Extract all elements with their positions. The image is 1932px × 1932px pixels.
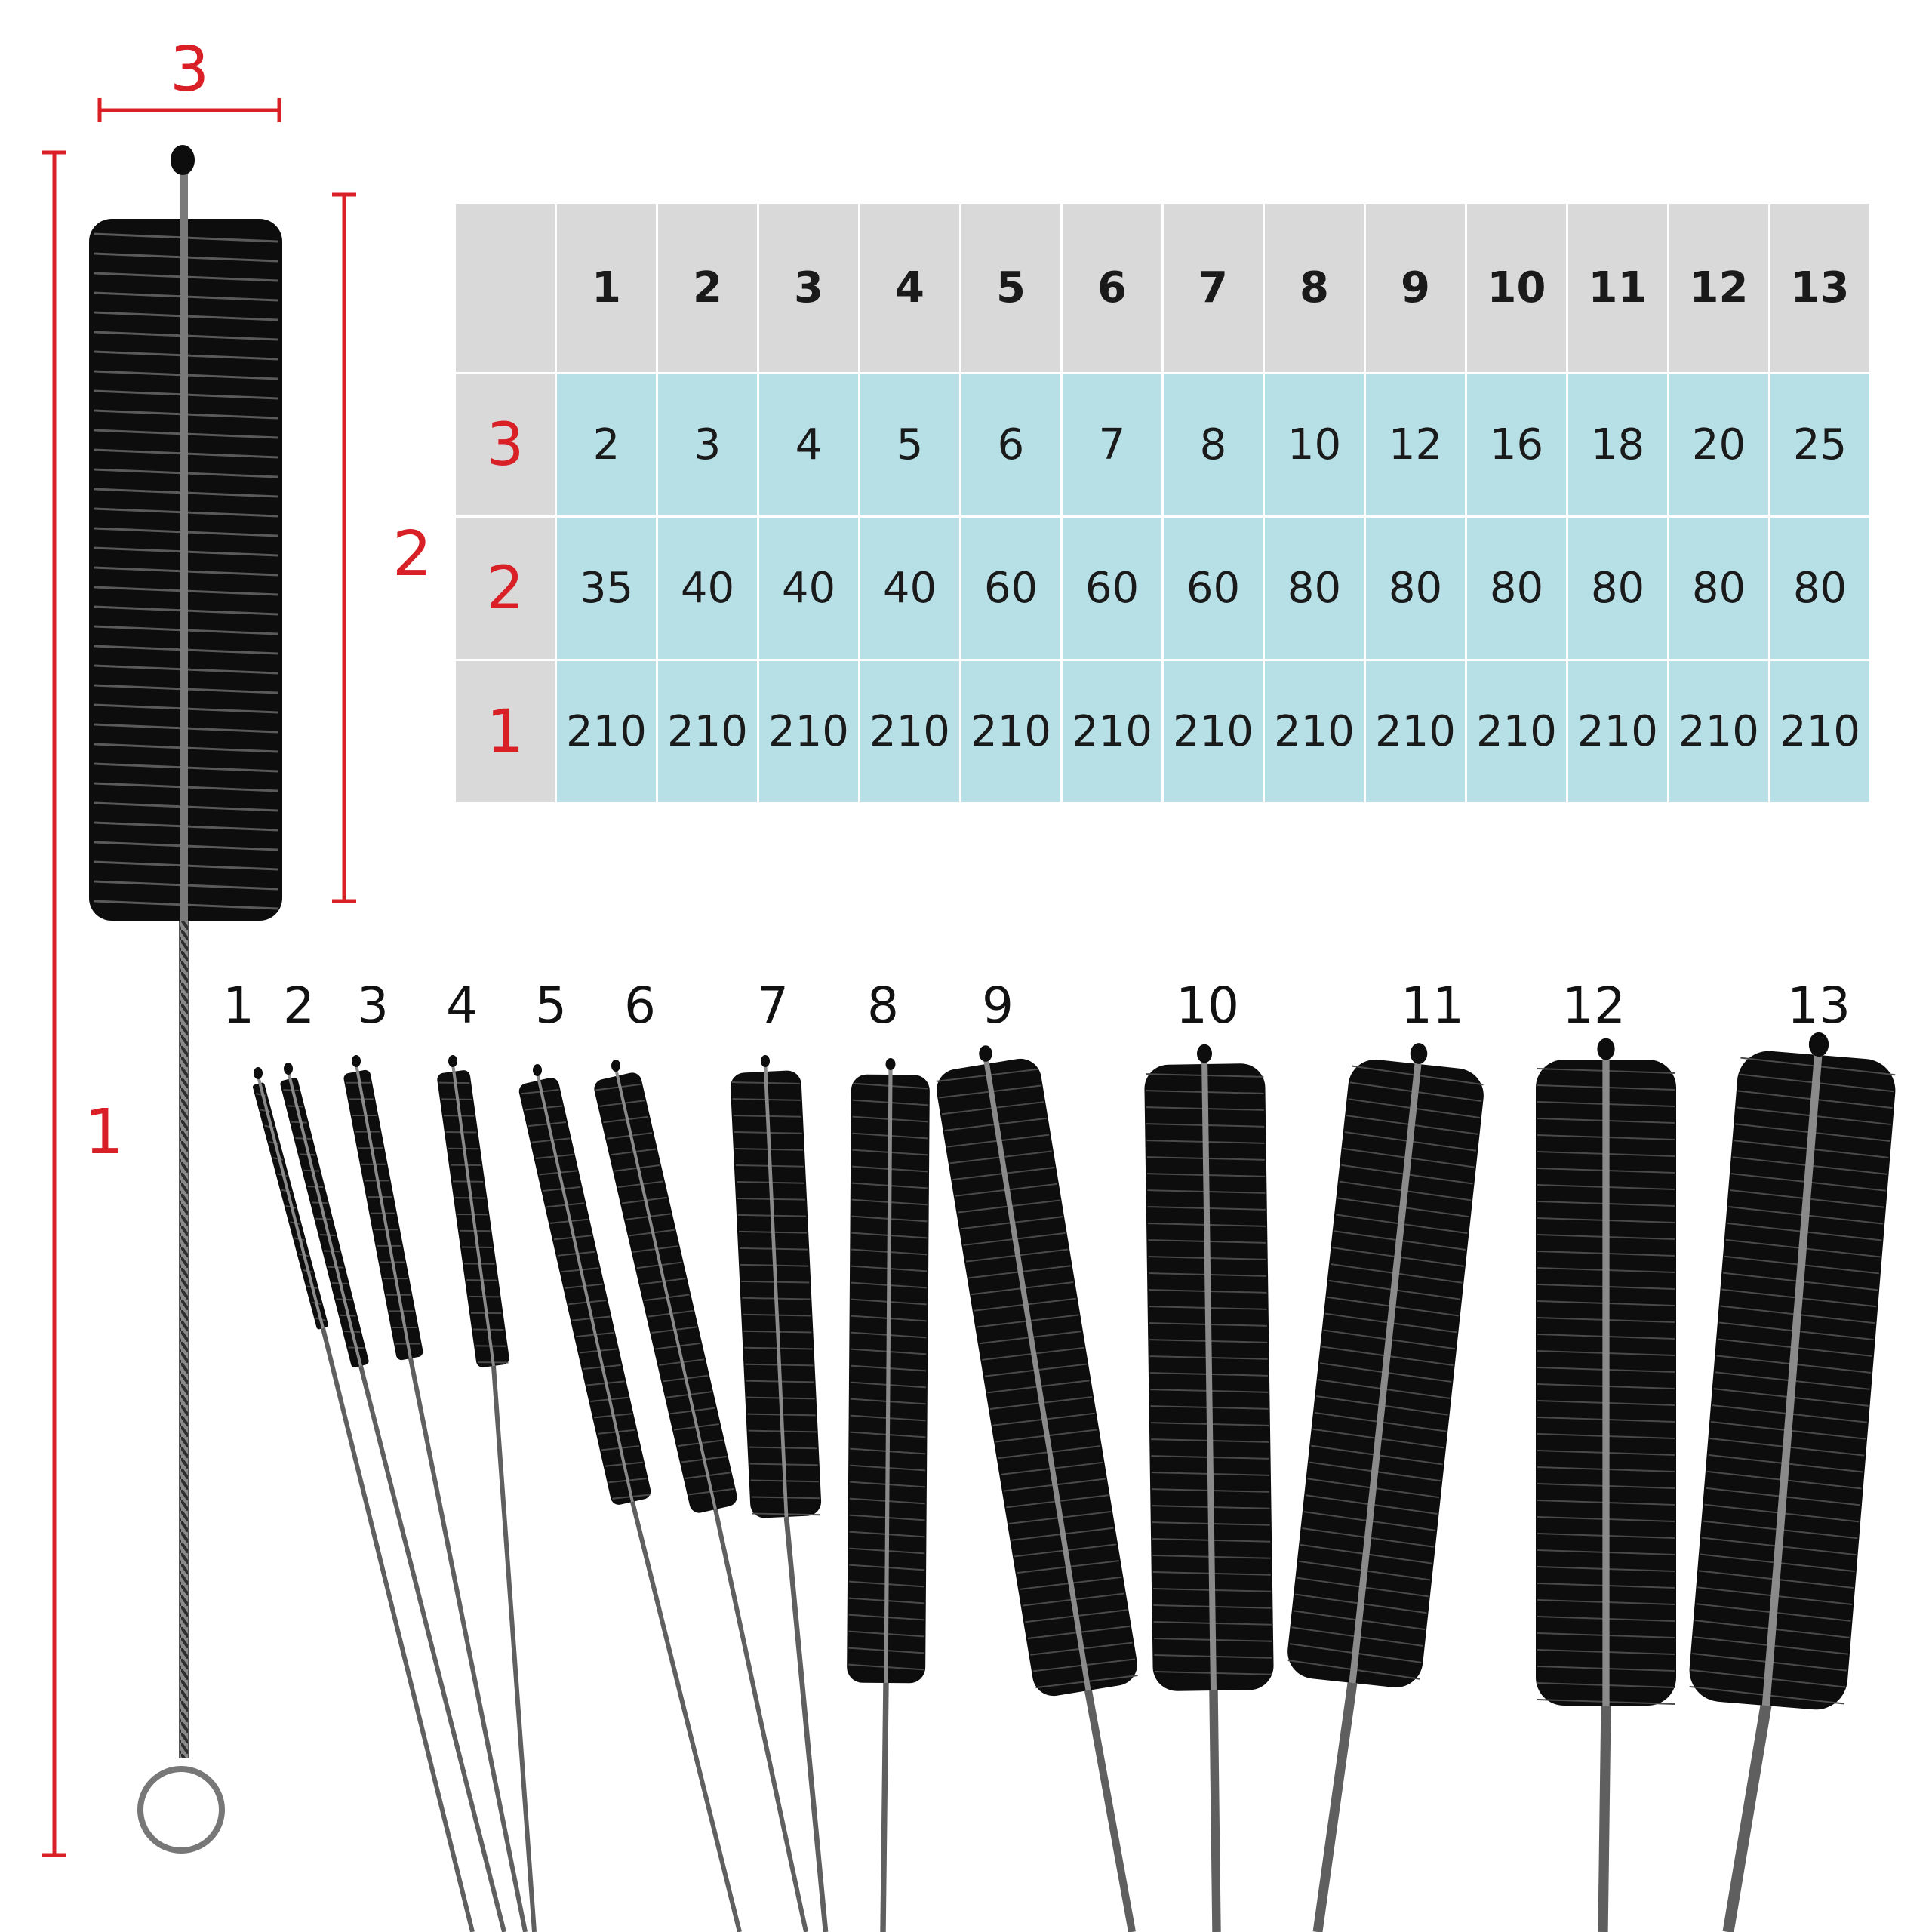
- brush-number-label: 11: [1401, 977, 1464, 1035]
- table-cell: 80: [1568, 518, 1667, 659]
- brush-number-label: 6: [624, 977, 656, 1035]
- table-cell: 20: [1669, 374, 1768, 515]
- reference-brush: [89, 145, 282, 1854]
- dimension-lines: [42, 98, 356, 1857]
- table-cell: 60: [1063, 518, 1161, 659]
- table-column-header: 13: [1770, 204, 1869, 372]
- table-column-header: 4: [860, 204, 959, 372]
- table-cell: 210: [557, 661, 656, 802]
- table-column-header: 10: [1467, 204, 1566, 372]
- brush-number-label: 10: [1176, 977, 1239, 1035]
- table-cell: 210: [1265, 661, 1364, 802]
- table-row-label: 2: [456, 518, 555, 659]
- table-cell: 210: [961, 661, 1060, 802]
- table-cell: 5: [860, 374, 959, 515]
- brush-10: [1144, 1044, 1274, 1932]
- brush-number-label: 2: [283, 977, 315, 1035]
- table-column-header: 2: [658, 204, 757, 372]
- brush-number-label: 5: [535, 977, 567, 1035]
- brush-6: [594, 1060, 808, 1932]
- table-column-header: 11: [1568, 204, 1667, 372]
- table-cell: 210: [1568, 661, 1667, 802]
- table-cell: 60: [1164, 518, 1263, 659]
- table-cell: 210: [658, 661, 757, 802]
- brush-5: [518, 1064, 742, 1932]
- table-row-label: 1: [456, 661, 555, 802]
- table-cell: 80: [1467, 518, 1566, 659]
- brush-12: [1536, 1038, 1676, 1932]
- table-cell: 16: [1467, 374, 1566, 515]
- brush-set: [252, 1032, 1896, 1932]
- table-cell: 25: [1770, 374, 1869, 515]
- table-cell: 12: [1366, 374, 1465, 515]
- table-corner-cell: [456, 204, 555, 372]
- brush-number-label: 8: [867, 977, 899, 1035]
- table-column-header: 12: [1669, 204, 1768, 372]
- table-cell: 80: [1366, 518, 1465, 659]
- table-cell: 80: [1770, 518, 1869, 659]
- table-cell: 210: [1467, 661, 1566, 802]
- total-length-dimension-label: 1: [85, 1097, 125, 1168]
- table-cell: 35: [557, 518, 656, 659]
- table-cell: 10: [1265, 374, 1364, 515]
- brush-number-label: 4: [446, 977, 478, 1035]
- table-cell: 7: [1063, 374, 1161, 515]
- table-cell: 210: [860, 661, 959, 802]
- table-cell: 40: [860, 518, 959, 659]
- table-column-header: 3: [759, 204, 858, 372]
- brush-number-label: 3: [357, 977, 389, 1035]
- brush-13: [1689, 1032, 1896, 1932]
- brush-1: [252, 1067, 475, 1932]
- table-column-header: 8: [1265, 204, 1364, 372]
- brush-9: [936, 1045, 1138, 1932]
- table-cell: 4: [759, 374, 858, 515]
- table-row-label: 3: [456, 374, 555, 515]
- table-cell: 6: [961, 374, 1060, 515]
- brush-2: [280, 1063, 506, 1932]
- table-cell: 210: [1164, 661, 1263, 802]
- table-cell: 3: [658, 374, 757, 515]
- table-cell: 210: [1770, 661, 1869, 802]
- brush-number-label: 7: [757, 977, 789, 1035]
- table-cell: 80: [1669, 518, 1768, 659]
- table-cell: 40: [759, 518, 858, 659]
- table-cell: 80: [1265, 518, 1364, 659]
- table-cell: 210: [1366, 661, 1465, 802]
- brush-8: [847, 1058, 930, 1932]
- table-cell: 210: [1063, 661, 1161, 802]
- table-cell: 210: [1669, 661, 1768, 802]
- brush-number-label: 12: [1562, 977, 1626, 1035]
- hanging-loop-icon: [137, 1766, 225, 1854]
- brush-4: [437, 1055, 537, 1932]
- table-cell: 40: [658, 518, 757, 659]
- width-dimension-label: 3: [170, 34, 210, 106]
- table-column-header: 5: [961, 204, 1060, 372]
- brush-number-label: 1: [223, 977, 254, 1035]
- table-cell: 2: [557, 374, 656, 515]
- table-cell: 8: [1164, 374, 1263, 515]
- table-cell: 210: [759, 661, 858, 802]
- table-column-header: 1: [557, 204, 656, 372]
- table-cell: 60: [961, 518, 1060, 659]
- table-column-header: 7: [1164, 204, 1263, 372]
- brush-7: [730, 1055, 829, 1932]
- table-column-header: 9: [1366, 204, 1465, 372]
- table-column-header: 6: [1063, 204, 1161, 372]
- table-cell: 18: [1568, 374, 1667, 515]
- brush-length-dimension-label: 2: [392, 518, 432, 590]
- brush-number-label: 13: [1787, 977, 1850, 1035]
- brush-3: [343, 1055, 528, 1932]
- brush-11: [1287, 1043, 1484, 1932]
- brush-number-label: 9: [982, 977, 1014, 1035]
